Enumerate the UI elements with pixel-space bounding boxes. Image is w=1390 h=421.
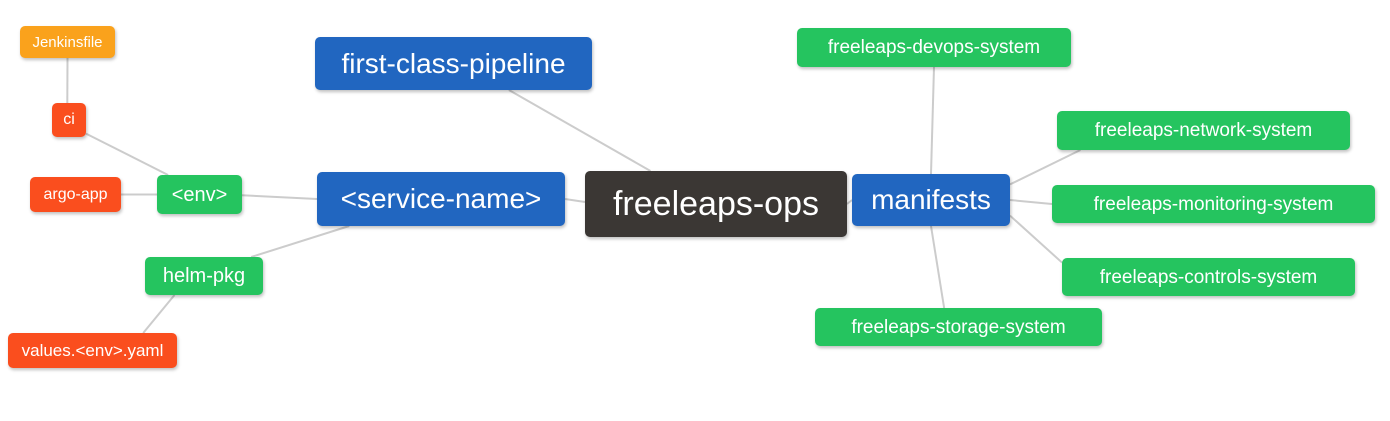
edge-manifests-to-devops-system bbox=[930, 66, 935, 175]
node-manifests[interactable]: manifests bbox=[852, 174, 1010, 226]
node-argo-app[interactable]: argo-app bbox=[30, 177, 121, 212]
node-devops-system[interactable]: freeleaps-devops-system bbox=[797, 28, 1071, 67]
edge-service-name-to-freeleaps-ops bbox=[564, 198, 586, 204]
node-storage-system[interactable]: freeleaps-storage-system bbox=[815, 308, 1102, 346]
edge-ci-to-env bbox=[85, 132, 169, 176]
edge-manifests-to-network-system bbox=[1009, 149, 1081, 186]
node-helm-pkg[interactable]: helm-pkg bbox=[145, 257, 263, 295]
edge-env-to-service-name bbox=[241, 194, 318, 200]
node-network-system[interactable]: freeleaps-network-system bbox=[1057, 111, 1350, 150]
node-values-env-yaml[interactable]: values.<env>.yaml bbox=[8, 333, 177, 368]
node-ci[interactable]: ci bbox=[52, 103, 86, 137]
edge-helm-pkg-to-values-env-yaml bbox=[142, 294, 176, 334]
node-env[interactable]: <env> bbox=[157, 175, 242, 214]
node-service-name[interactable]: <service-name> bbox=[317, 172, 565, 226]
node-first-class-pipeline[interactable]: first-class-pipeline bbox=[315, 37, 592, 90]
edge-first-class-pipeline-to-freeleaps-ops bbox=[508, 89, 651, 172]
edge-service-name-to-helm-pkg bbox=[250, 225, 350, 258]
node-controls-system[interactable]: freeleaps-controls-system bbox=[1062, 258, 1355, 296]
node-freeleaps-ops[interactable]: freeleaps-ops bbox=[585, 171, 847, 237]
edge-manifests-to-monitoring-system bbox=[1009, 199, 1053, 205]
edge-manifests-to-storage-system bbox=[930, 225, 946, 309]
node-jenkinsfile[interactable]: Jenkinsfile bbox=[20, 26, 115, 58]
node-monitoring-system[interactable]: freeleaps-monitoring-system bbox=[1052, 185, 1375, 223]
